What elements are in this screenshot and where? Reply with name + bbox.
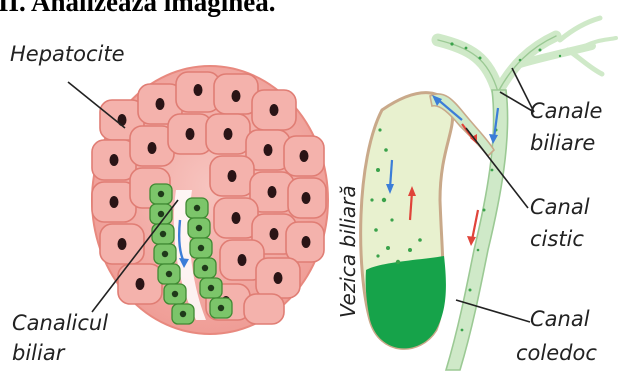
label-canale-line2: biliare: [530, 131, 595, 155]
label-canalicul-line2: biliar: [12, 341, 66, 365]
label-canale-line1: Canale: [530, 99, 602, 123]
label-canalicul-line1: Canalicul: [12, 311, 108, 335]
label-hepatocite: Hepatocite: [10, 42, 125, 66]
label-vezica: Vezica biliară: [336, 185, 360, 318]
label-coledoc-line1: Canal: [530, 307, 590, 331]
page-header: II. Analizează imaginea.: [0, 0, 276, 17]
label-cistic-line2: cistic: [530, 227, 584, 251]
label-cistic-line1: Canal: [530, 195, 590, 219]
bile-ducts-tree: [438, 18, 616, 92]
liver-lobule-illustration: [68, 66, 328, 334]
label-coledoc-line2: coledoc: [516, 341, 597, 365]
